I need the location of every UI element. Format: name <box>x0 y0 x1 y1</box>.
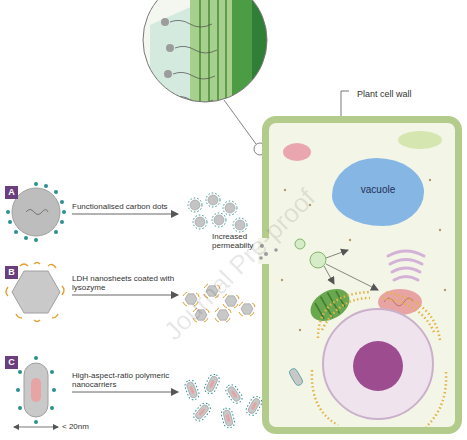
letter-box: A <box>5 186 18 199</box>
arrow-label: High-aspect-ratio polymeric nanocarriers <box>72 371 197 389</box>
node-text: C <box>5 357 18 367</box>
node-text: A <box>5 187 18 197</box>
letter-box: C <box>5 356 18 369</box>
node-text: Plant cell wall <box>357 89 467 99</box>
letter-box: B <box>5 266 18 279</box>
node-text: vacuole <box>332 184 424 196</box>
node-text: B <box>5 267 18 277</box>
arrow-label: Functionalised carbon dots <box>72 202 197 211</box>
dimension-label: < 20nm <box>62 422 102 431</box>
vacuole: vacuole <box>332 158 424 226</box>
plant-cell: Plant cell wallvacuole <box>262 116 462 434</box>
arrow-label: LDH nanosheets coated with lysozyme <box>72 274 197 292</box>
